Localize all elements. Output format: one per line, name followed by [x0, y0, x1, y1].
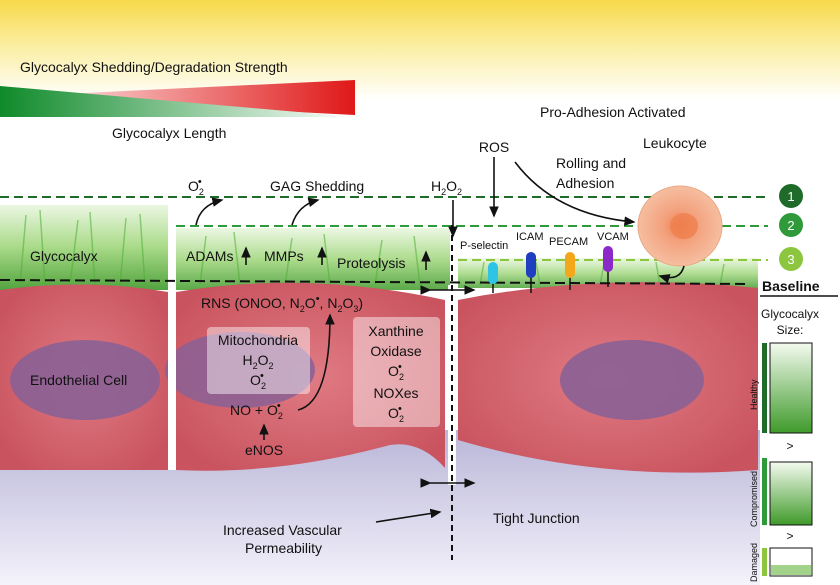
mmps-label: MMPs: [264, 248, 304, 264]
pro-adhesion-label: Pro-Adhesion Activated: [540, 104, 686, 120]
junction-arrows: [420, 285, 476, 488]
mitochondria-label: Mitochondria: [218, 332, 298, 348]
level-markers: 1 2 3: [777, 182, 805, 273]
level-3-marker: [777, 245, 805, 273]
size-title-2: Size:: [777, 323, 804, 337]
rolling-label: Rolling and: [556, 155, 626, 171]
leukocyte-label: Leukocyte: [643, 135, 707, 151]
h2o2-top-label: H2O2: [431, 178, 462, 197]
compromised-label: Compromised: [749, 471, 759, 527]
pecam-label: PECAM: [549, 236, 588, 248]
no-o2-label: NO + O2•: [230, 400, 283, 421]
no-to-rns-arrow: [297, 313, 335, 411]
compromised-swatch: [769, 461, 813, 526]
top-background: [0, 0, 840, 100]
xanthine-label: Xanthine: [368, 323, 423, 339]
p-selectin-label: P-selectin: [460, 240, 508, 252]
permeability-arrow: [375, 508, 442, 523]
tight-junction-label: Tight Junction: [493, 510, 580, 526]
baseline-label: Baseline: [762, 278, 820, 294]
vcam-label: VCAM: [597, 231, 629, 243]
mitochondria-h2o2: H2O2: [242, 352, 273, 371]
degradation-strength-wedge: [0, 80, 355, 115]
xanthine-o2: O2•: [388, 361, 404, 382]
rns-label: RNS (ONOO, N2O•, N2O3): [201, 293, 363, 314]
noxes-o2: O2•: [388, 403, 404, 424]
glycocalyx-size-legend: Baseline Glycocalyx Size: Healthy > Comp…: [749, 278, 838, 582]
degradation-strength-label: Glycocalyx Shedding/Degradation Strength: [20, 59, 288, 75]
cell-gap: [168, 200, 176, 470]
compromised-bar: [762, 458, 767, 525]
size-title-1: Glycocalyx: [761, 307, 819, 321]
glycocalyx-length-label: Glycocalyx Length: [112, 125, 226, 141]
level-2-number: 2: [787, 218, 794, 233]
damaged-bar: [762, 548, 767, 576]
endothelial-cell-label: Endothelial Cell: [30, 372, 127, 388]
xanthine-box: [353, 317, 440, 427]
oxidase-label: Oxidase: [370, 343, 422, 359]
glycocalyx-label: Glycocalyx: [30, 248, 98, 264]
permeability-label-1: Increased Vascular: [223, 522, 342, 538]
pathway-arrows: [195, 157, 685, 523]
noxes-label: NOXes: [373, 385, 418, 401]
endothelial-cells: [0, 282, 758, 473]
gag-shedding-label: GAG Shedding: [270, 178, 364, 194]
ros-label: ROS: [479, 139, 509, 155]
icam-marker: [526, 252, 536, 278]
greater-than-1: >: [786, 439, 793, 453]
leukocyte-down-arrow: [658, 265, 685, 284]
healthy-swatch: [769, 342, 813, 434]
level-1-number: 1: [787, 189, 794, 204]
o2-top-label: O2•: [188, 176, 204, 197]
p-selectin-marker: [488, 262, 498, 284]
mmps-to-gag-arrow: [291, 197, 320, 226]
glycocalyx-length-wedge: [0, 86, 355, 117]
permeability-label-2: Permeability: [245, 540, 322, 556]
mitochondria-box: [207, 327, 310, 394]
vcam-marker: [603, 246, 613, 272]
adams-label: ADAMs: [186, 248, 233, 264]
labels: Pro-Adhesion Activated Leukocyte ROS Rol…: [30, 104, 707, 556]
leukocyte: [637, 185, 723, 267]
healthy-bar: [762, 343, 767, 433]
damaged-label: Damaged: [749, 543, 759, 582]
icam-label: ICAM: [516, 231, 544, 243]
healthy-label: Healthy: [749, 379, 759, 410]
adhesion-label: Adhesion: [556, 175, 614, 191]
mitochondria-o2: O2•: [250, 370, 266, 391]
level-2-marker: [777, 211, 805, 239]
ros-to-leukocyte-arrow: [514, 161, 636, 226]
level-3-number: 3: [787, 252, 794, 267]
level-1-marker: [777, 182, 805, 210]
greater-than-2: >: [786, 529, 793, 543]
adhesion-molecules: P-selectin ICAM PECAM VCAM: [460, 231, 629, 293]
proteolysis-label: Proteolysis: [337, 255, 405, 271]
adams-to-o2-arrow: [195, 197, 224, 226]
pecam-marker: [565, 252, 575, 278]
enos-label: eNOS: [245, 442, 283, 458]
